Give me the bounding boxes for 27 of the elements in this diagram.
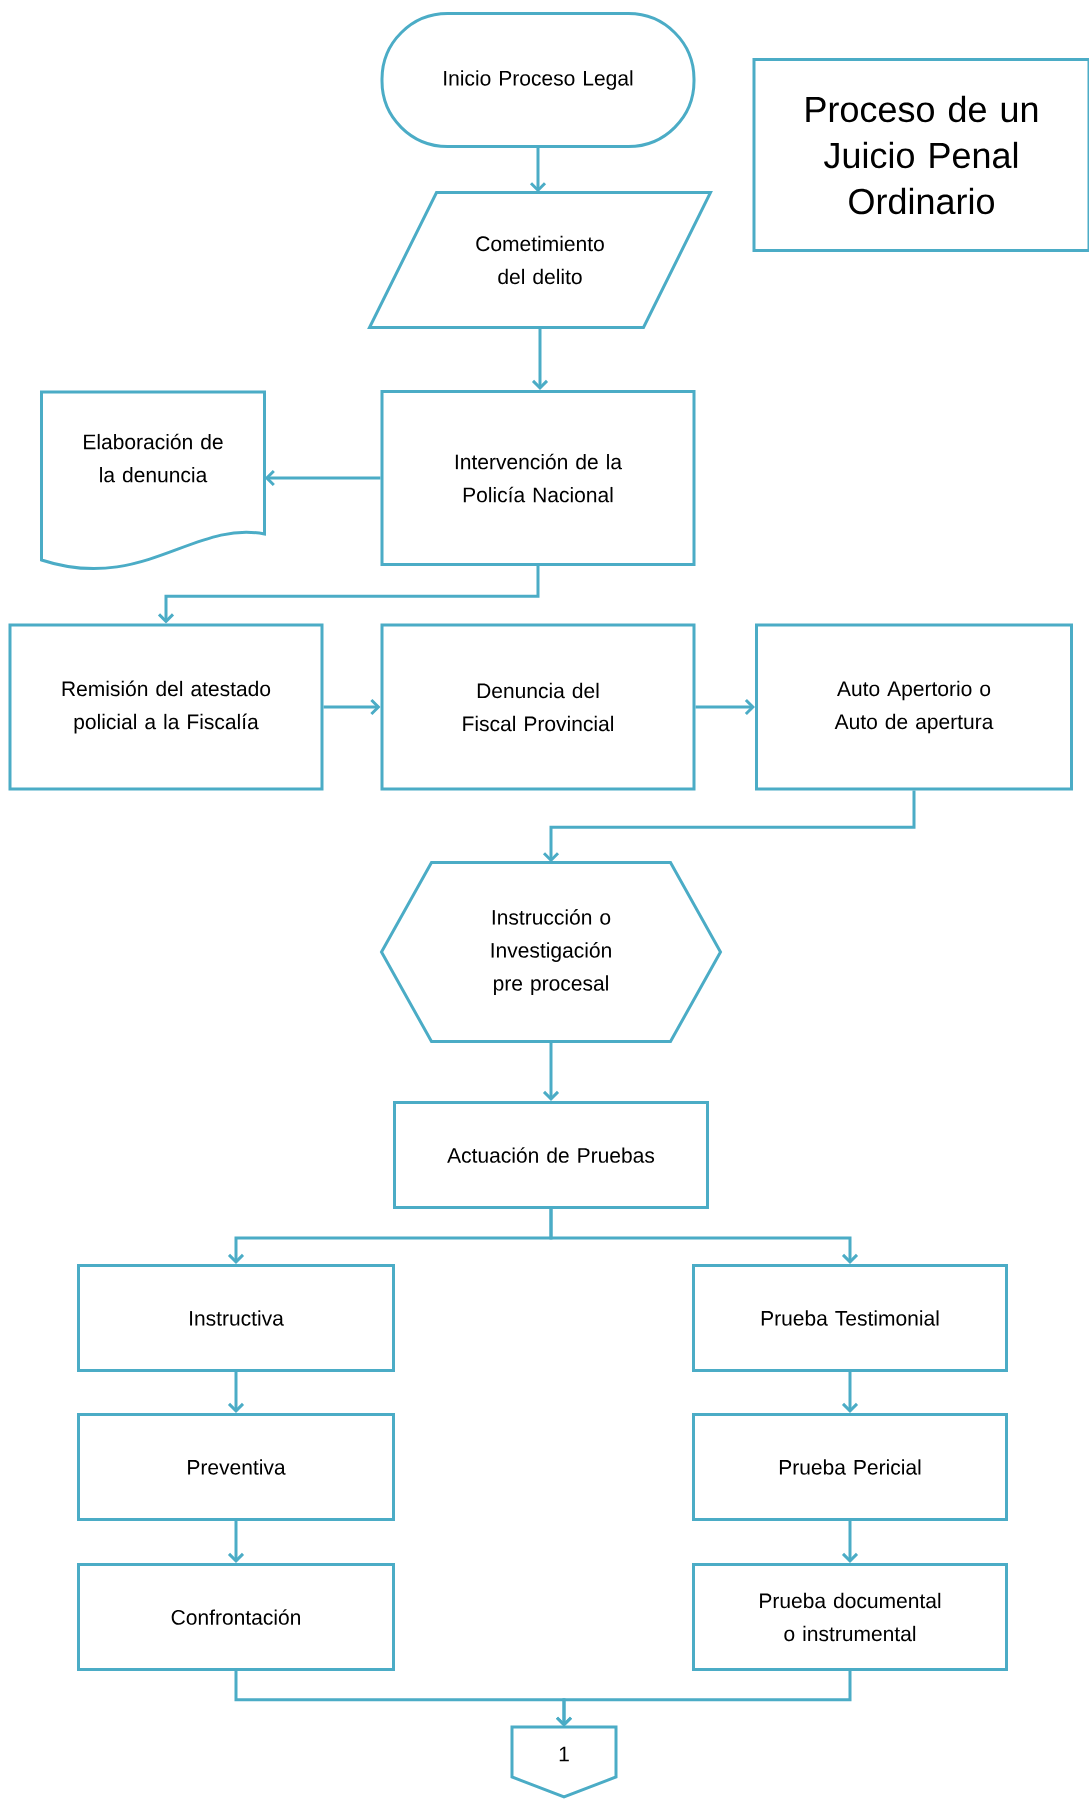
title-box: Proceso de un Juicio Penal Ordinario (752, 58, 1089, 252)
arrow (542, 790, 916, 863)
process-box: Intervención de la Policía Nacional (380, 390, 696, 566)
process-box: Prueba Testimonial (692, 1264, 1008, 1372)
arrow (531, 327, 549, 390)
arrow (841, 1521, 859, 1563)
arrow (555, 1671, 852, 1727)
process-box: Auto Apertorio o Auto de apertura (755, 623, 1073, 791)
arrow (157, 566, 540, 624)
process-box: Prueba Pericial (692, 1413, 1008, 1521)
process-box: Remisión del atestado policial a la Fiscalía (8, 623, 324, 791)
process-box: Instructiva (77, 1264, 395, 1372)
arrow (227, 1372, 245, 1413)
arrow (549, 1209, 859, 1264)
arrow (695, 698, 755, 716)
arrow (227, 1521, 245, 1563)
arrow (529, 146, 547, 193)
arrow (841, 1372, 859, 1413)
arrow (323, 698, 381, 716)
process-box: Preventiva (77, 1413, 395, 1521)
arrow (542, 1041, 560, 1101)
process-box: Denuncia del Fiscal Provincial (380, 623, 696, 791)
process-box: Prueba documental o instrumental (692, 1563, 1008, 1671)
process-box: Confrontación (77, 1563, 395, 1671)
off-page-connector: 1 (510, 1725, 618, 1799)
arrow (264, 469, 381, 487)
process-box: Actuación de Pruebas (393, 1101, 709, 1209)
